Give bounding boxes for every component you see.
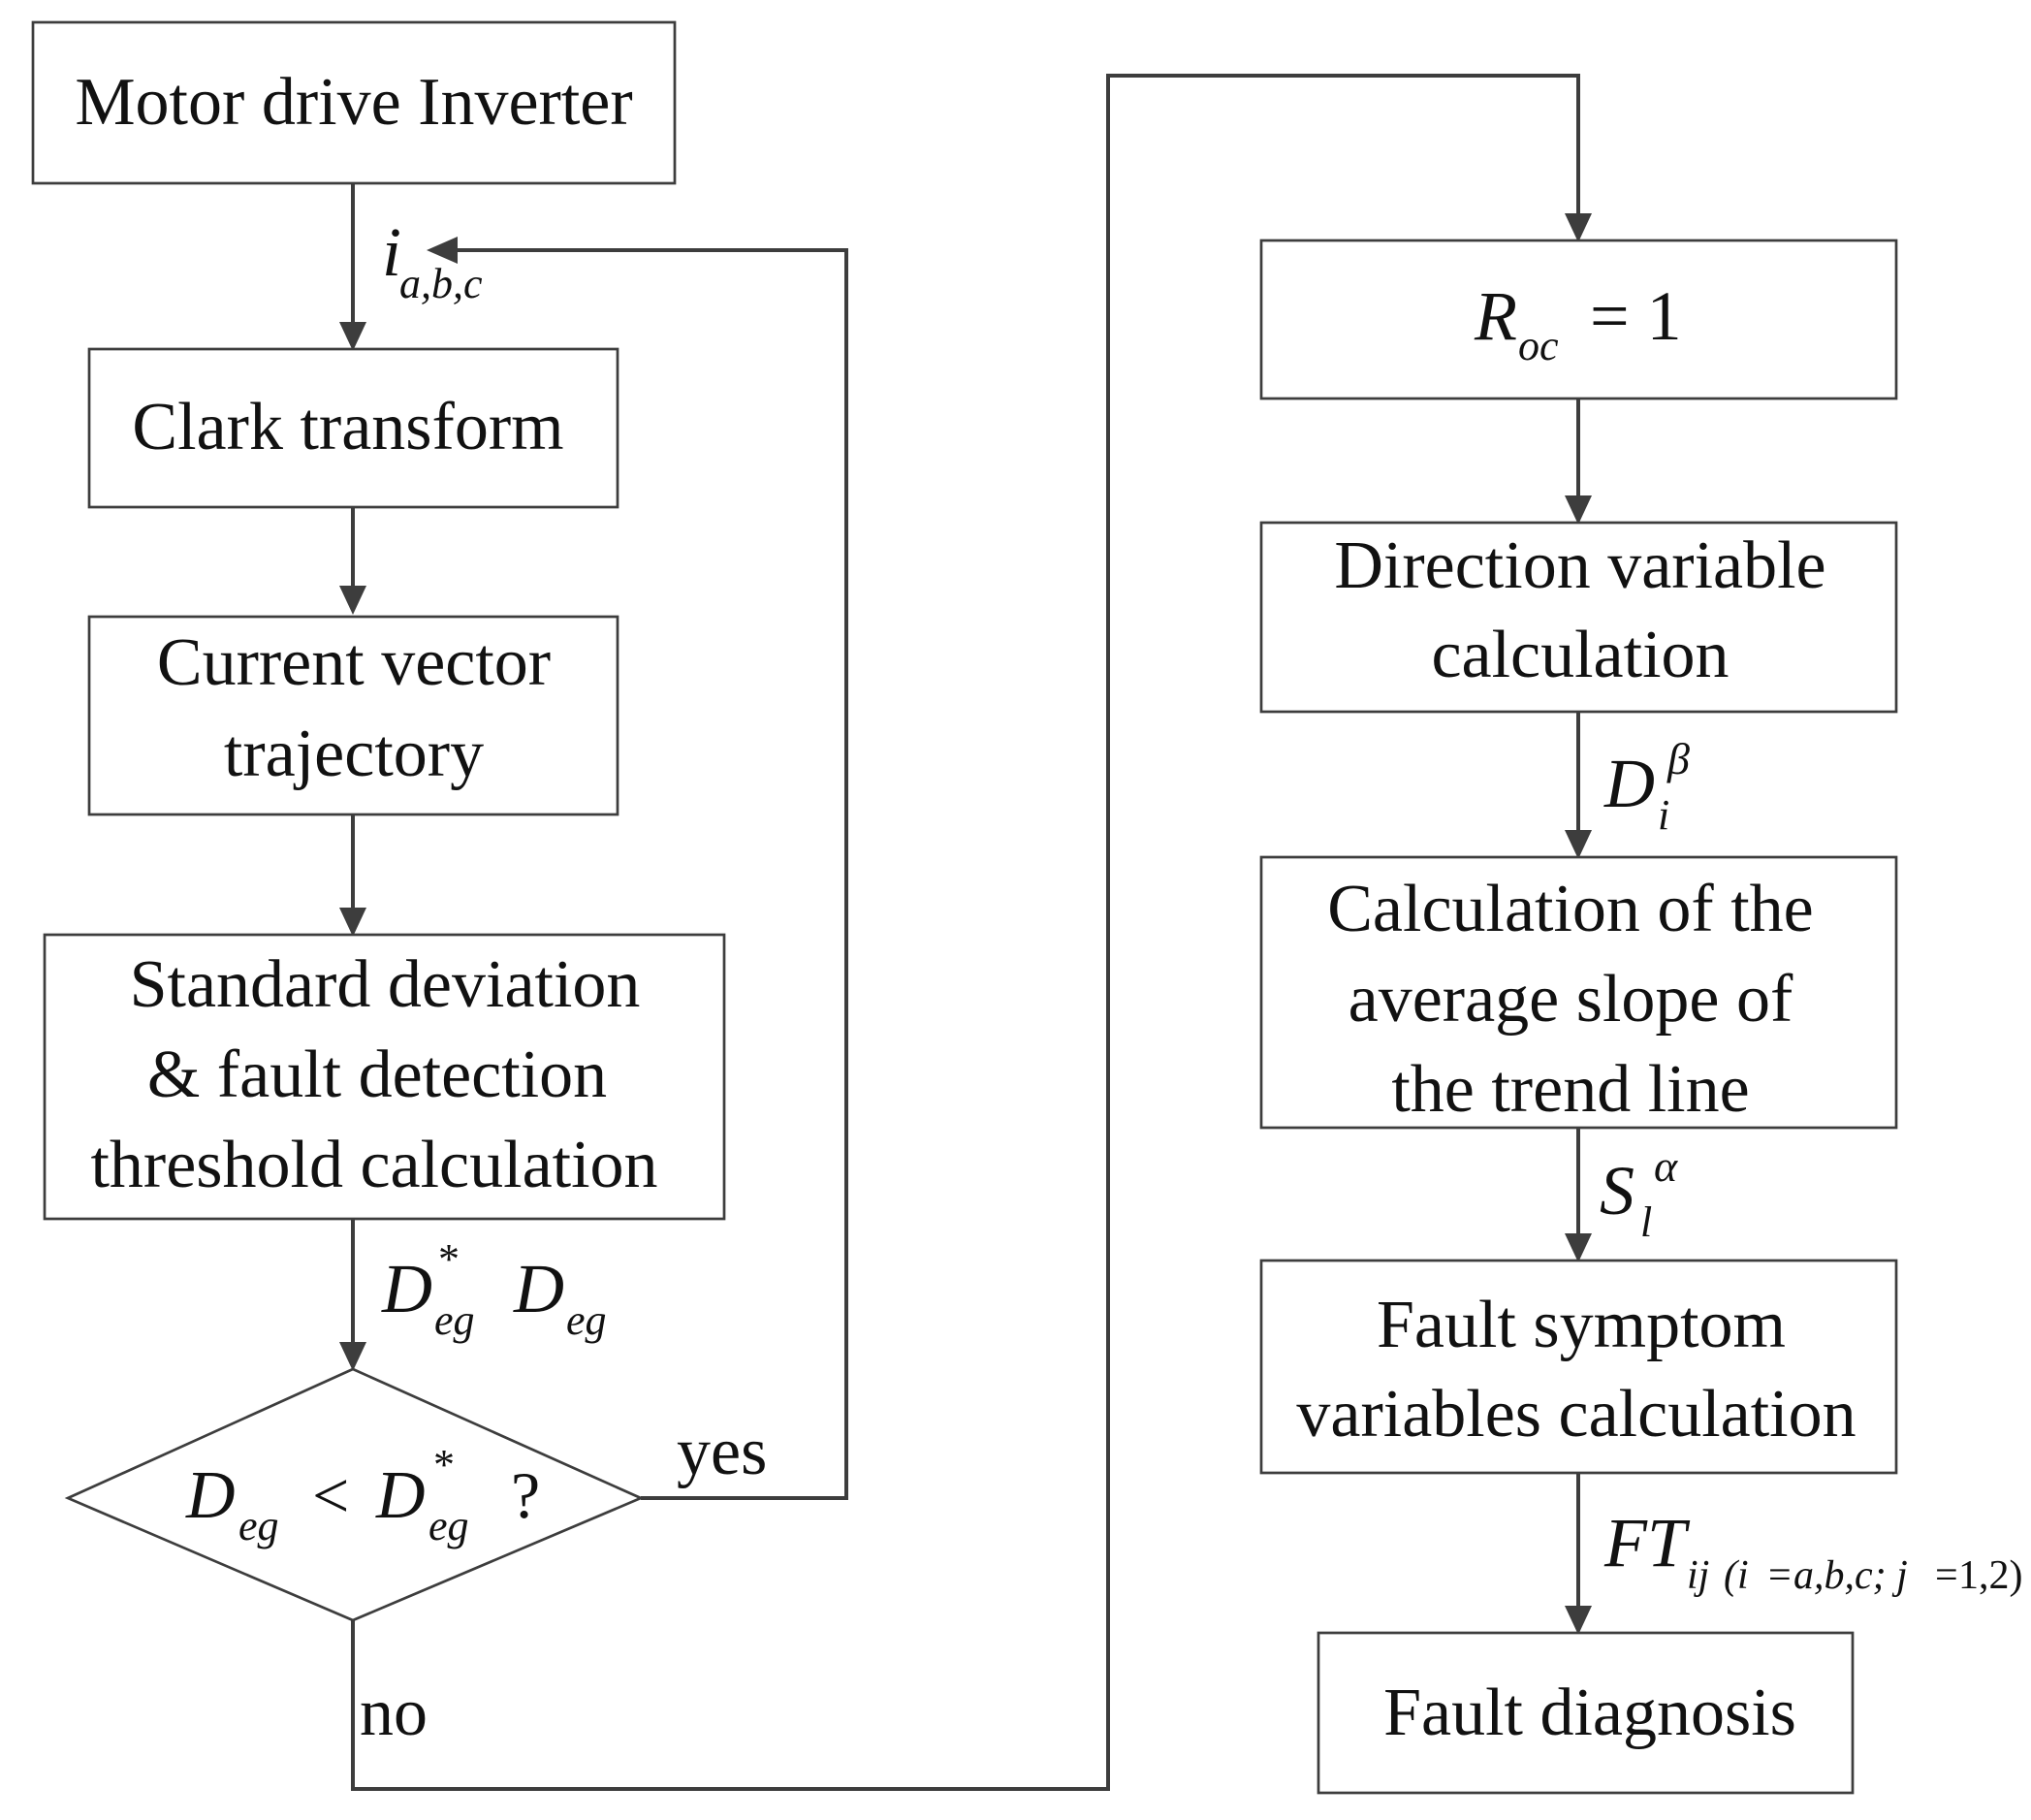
edge-label-i-symbol: i xyxy=(382,213,401,291)
node-current-vector-trajectory: Current vector trajectory xyxy=(87,615,619,816)
decision-rhs-sup: * xyxy=(433,1441,455,1488)
edge-label-d-i-subscript: i xyxy=(1658,791,1669,839)
edge-label-d-i-symbol: D xyxy=(1603,745,1655,822)
node-standard-deviation-line-3: threshold calculation xyxy=(90,1128,657,1202)
decision-rhs-sub: eg xyxy=(428,1502,469,1549)
node-current-vector-line-2: trajectory xyxy=(224,717,484,791)
node-roc-subscript: oc xyxy=(1518,322,1559,369)
node-fault-symptom-line-2: variables calculation xyxy=(1296,1377,1856,1452)
edge-label-ft-sub-middle: a,b,c; j xyxy=(1793,1553,1908,1598)
edge-label-d-i-beta: D β i xyxy=(1603,734,1690,839)
edge-label-ft-sub-ij: ij xyxy=(1687,1553,1709,1598)
connector-no-path xyxy=(351,74,1580,1791)
node-average-slope: Calculation of the average slope of the … xyxy=(1259,855,1898,1130)
node-average-slope-line-2: average slope of xyxy=(1349,962,1793,1037)
node-roc-symbol: R xyxy=(1474,277,1517,355)
arrowhead-stddev xyxy=(339,908,366,937)
edge-label-ft-sub-eq-2: = xyxy=(1935,1553,1958,1598)
arrowhead-clark xyxy=(339,322,366,351)
edge-label-d-symbol: D xyxy=(513,1250,564,1327)
edge-label-ft-sub-eq-1: = xyxy=(1768,1553,1792,1598)
edge-label-d-star-symbol: D xyxy=(381,1250,432,1327)
edge-label-s-superscript: α xyxy=(1654,1141,1678,1191)
edge-label-s-subscript: l xyxy=(1640,1198,1652,1246)
edge-label-d-i-superscript: β xyxy=(1666,734,1690,783)
connectors xyxy=(339,74,1592,1791)
edge-label-d-star-superscript: * xyxy=(438,1235,460,1283)
edge-label-ft-symbol: FT xyxy=(1603,1504,1691,1581)
edge-label-i-subscript: a,b,c xyxy=(399,260,483,307)
edge-label-d-subscript: eg xyxy=(566,1296,607,1344)
node-average-slope-line-3: the trend line xyxy=(1391,1052,1749,1127)
arrowhead-slope xyxy=(1565,830,1592,859)
decision-node: D eg < D * eg ? xyxy=(64,1367,645,1622)
edge-label-s-l-alpha: S α l xyxy=(1600,1141,1678,1246)
decision-lhs-sub: eg xyxy=(238,1502,279,1549)
node-roc: R oc = 1 xyxy=(1259,239,1898,400)
edge-label-yes: yes xyxy=(677,1415,767,1489)
node-direction-variable-line-2: calculation xyxy=(1431,618,1729,692)
arrowhead-direction xyxy=(1565,495,1592,525)
edge-label-i-abc: i a,b,c xyxy=(382,213,483,307)
edge-label-d-eg: D * eg D eg xyxy=(381,1235,607,1344)
arrowhead-trajectory xyxy=(339,586,366,615)
node-roc-value: = 1 xyxy=(1590,277,1682,355)
edge-label-s-symbol: S xyxy=(1600,1152,1634,1229)
node-standard-deviation-line-2: & fault detection xyxy=(147,1038,607,1112)
node-standard-deviation-line-1: Standard deviation xyxy=(130,947,641,1022)
node-fault-symptom-line-1: Fault symptom xyxy=(1377,1288,1786,1362)
decision-rhs: D xyxy=(375,1458,426,1533)
arrowhead-roc xyxy=(1565,213,1592,242)
arrowhead-yes-loop xyxy=(427,237,458,264)
node-current-vector-line-1: Current vector xyxy=(157,625,551,700)
decision-operator: < xyxy=(312,1458,349,1532)
edge-label-d-star-subscript: eg xyxy=(434,1296,475,1344)
node-clark-transform: Clark transform xyxy=(87,347,619,509)
node-motor-drive-inverter: Motor drive Inverter xyxy=(31,20,677,185)
edge-label-ft-sub-open: (i xyxy=(1724,1553,1749,1598)
node-standard-deviation: Standard deviation & fault detection thr… xyxy=(43,933,726,1221)
node-clark-transform-label: Clark transform xyxy=(132,390,563,464)
node-average-slope-line-1: Calculation of the xyxy=(1327,872,1814,946)
edge-label-ft: FT ij (i = a,b,c; j = 1,2) xyxy=(1603,1504,2023,1598)
node-fault-symptom: Fault symptom variables calculation xyxy=(1259,1259,1898,1475)
node-motor-drive-inverter-label: Motor drive Inverter xyxy=(75,65,632,140)
edge-label-no: no xyxy=(360,1676,428,1750)
arrowhead-diagnosis xyxy=(1565,1606,1592,1635)
decision-question-mark: ? xyxy=(511,1458,540,1532)
node-direction-variable-line-1: Direction variable xyxy=(1334,528,1825,603)
edge-label-ft-sub-end: 1,2) xyxy=(1958,1553,2023,1598)
node-fault-diagnosis: Fault diagnosis xyxy=(1317,1631,1855,1795)
node-fault-diagnosis-label: Fault diagnosis xyxy=(1383,1676,1796,1750)
connector-yes-loop xyxy=(454,248,848,1500)
arrowhead-symptom xyxy=(1565,1233,1592,1262)
decision-lhs: D xyxy=(185,1458,236,1533)
arrowhead-decision xyxy=(339,1342,366,1371)
node-direction-variable: Direction variable calculation xyxy=(1259,521,1898,714)
